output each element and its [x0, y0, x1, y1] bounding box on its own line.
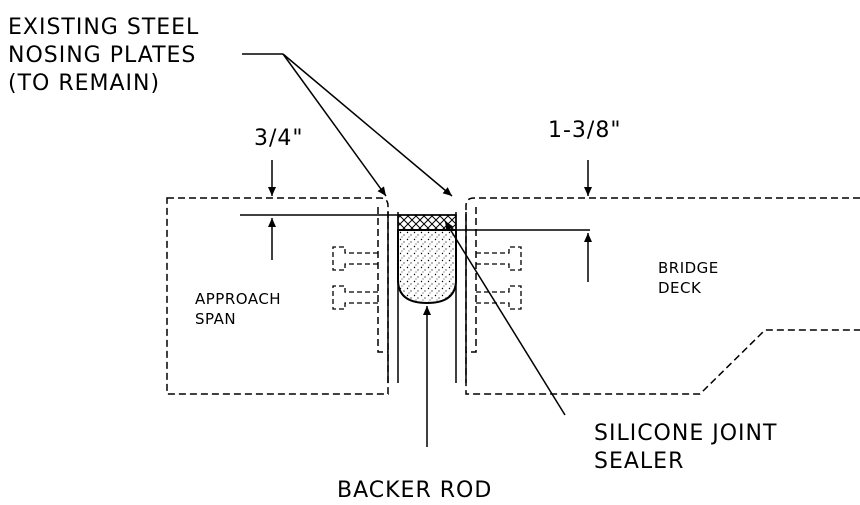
nosing-label-line-3: (TO REMAIN) — [8, 71, 161, 96]
nosing-plates-label: EXISTING STEEL NOSING PLATES (TO REMAIN) — [8, 14, 199, 98]
approach-span-label: APPROACH SPAN — [195, 289, 281, 329]
leader-lines — [242, 53, 566, 447]
silicone-label-line-1: SILICONE JOINT — [594, 421, 778, 446]
backer-rod — [397, 229, 457, 305]
right-anchor-studs — [476, 246, 522, 310]
bridge-label-line-2: DECK — [658, 279, 702, 297]
bridge-deck-outline — [465, 197, 860, 395]
approach-span-outline — [166, 197, 389, 395]
dimension-left-label: 3/4" — [254, 126, 304, 151]
silicone-sealer-label: SILICONE JOINT SEALER — [594, 420, 777, 476]
approach-label-line-2: SPAN — [195, 310, 237, 328]
bridge-deck-label: BRIDGE DECK — [658, 258, 719, 298]
bridge-label-line-1: BRIDGE — [658, 259, 719, 277]
approach-label-line-1: APPROACH — [195, 290, 282, 308]
dimension-right-label: 1-3/8" — [548, 118, 622, 143]
nosing-label-line-1: EXISTING STEEL — [8, 15, 200, 40]
silicone-joint-sealer — [397, 214, 457, 231]
nosing-label-line-2: NOSING PLATES — [8, 43, 197, 68]
backer-rod-label: BACKER ROD — [337, 478, 493, 503]
dimension-lines — [240, 160, 592, 282]
left-anchor-studs — [332, 246, 378, 310]
silicone-label-line-2: SEALER — [594, 449, 685, 474]
